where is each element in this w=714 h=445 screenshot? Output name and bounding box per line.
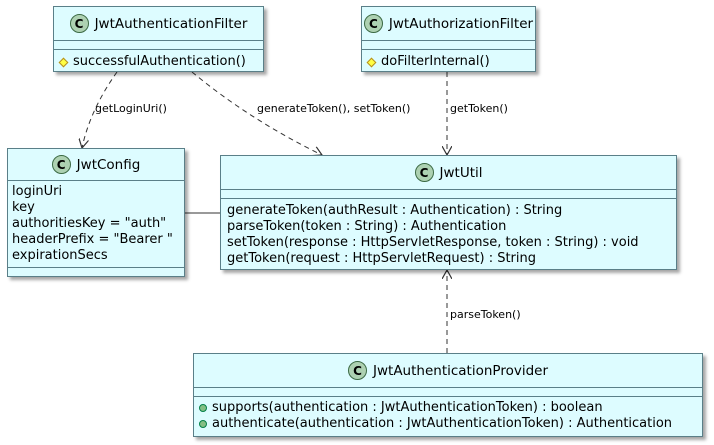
public-visibility-icon: [199, 404, 207, 412]
method-row: setToken(response : HttpServletResponse,…: [227, 235, 639, 250]
class-name: JwtAuthenticationProvider: [373, 362, 548, 379]
class-icon: C: [51, 155, 71, 174]
class-header: C JwtUtil: [221, 156, 676, 190]
field-row: headerPrefix = "Bearer ": [12, 232, 173, 247]
field-row: loginUri: [12, 184, 63, 199]
class-jwt-authorization-filter[interactable]: C JwtAuthorizationFilter doFilterInterna…: [361, 6, 536, 72]
methods-section: doFilterInternal(): [362, 49, 535, 70]
method-row: parseToken(token : String) : Authenticat…: [227, 219, 507, 234]
class-icon: C: [348, 361, 367, 380]
method-row: getToken(request : HttpServletRequest) :…: [227, 251, 537, 266]
edge-label-get-login-uri: getLoginUri(): [95, 102, 167, 115]
field-row: key: [12, 200, 35, 215]
class-header: C JwtAuthenticationProvider: [194, 354, 702, 388]
edge-label-parse-token: parseToken(): [450, 308, 521, 321]
class-icon: C: [363, 14, 383, 33]
field-row: expirationSecs: [12, 248, 108, 263]
fields-section: [54, 41, 263, 49]
method-row: doFilterInternal(): [366, 54, 530, 70]
fields-section: [221, 190, 676, 198]
class-jwt-config[interactable]: C JwtConfig loginUri key authoritiesKey …: [7, 148, 185, 277]
fields-section: [362, 41, 535, 49]
method-row: successfulAuthentication(): [58, 54, 258, 70]
class-header: C JwtAuthenticationFilter: [54, 7, 263, 41]
class-icon: C: [69, 14, 89, 33]
public-visibility-icon: [199, 420, 207, 428]
field-row: authoritiesKey = "auth": [12, 216, 167, 231]
edge-label-generate-set-token: generateToken(), setToken(): [257, 102, 411, 115]
methods-section: generateToken(authResult : Authenticatio…: [221, 198, 676, 267]
protected-visibility-icon: [58, 57, 69, 67]
class-name: JwtConfig: [76, 156, 141, 173]
protected-visibility-icon: [366, 57, 377, 67]
method-row: supports(authentication : JwtAuthenticat…: [199, 400, 697, 416]
class-name: JwtAuthorizationFilter: [388, 15, 534, 32]
method-row: authenticate(authentication : JwtAuthent…: [199, 416, 697, 432]
methods-section: successfulAuthentication(): [54, 49, 263, 70]
class-name: JwtUtil: [439, 164, 483, 181]
edge-auth-filter-to-util: [191, 71, 322, 155]
class-jwt-util[interactable]: C JwtUtil generateToken(authResult : Aut…: [220, 155, 677, 270]
fields-section: [194, 388, 702, 396]
method-row: generateToken(authResult : Authenticatio…: [227, 203, 563, 218]
edge-auth-filter-to-config: [82, 71, 118, 148]
class-icon: C: [414, 163, 434, 182]
edge-label-get-token: getToken(): [450, 102, 508, 115]
class-header: C JwtConfig: [8, 149, 184, 181]
methods-section: supports(authentication : JwtAuthenticat…: [194, 396, 702, 432]
class-jwt-authentication-filter[interactable]: C JwtAuthenticationFilter successfulAuth…: [53, 6, 264, 72]
methods-section: [8, 267, 184, 268]
class-jwt-authentication-provider[interactable]: C JwtAuthenticationProvider supports(aut…: [193, 353, 703, 437]
class-name: JwtAuthenticationFilter: [94, 15, 248, 32]
class-header: C JwtAuthorizationFilter: [362, 7, 535, 41]
fields-section: loginUri key authoritiesKey = "auth" hea…: [8, 181, 184, 264]
